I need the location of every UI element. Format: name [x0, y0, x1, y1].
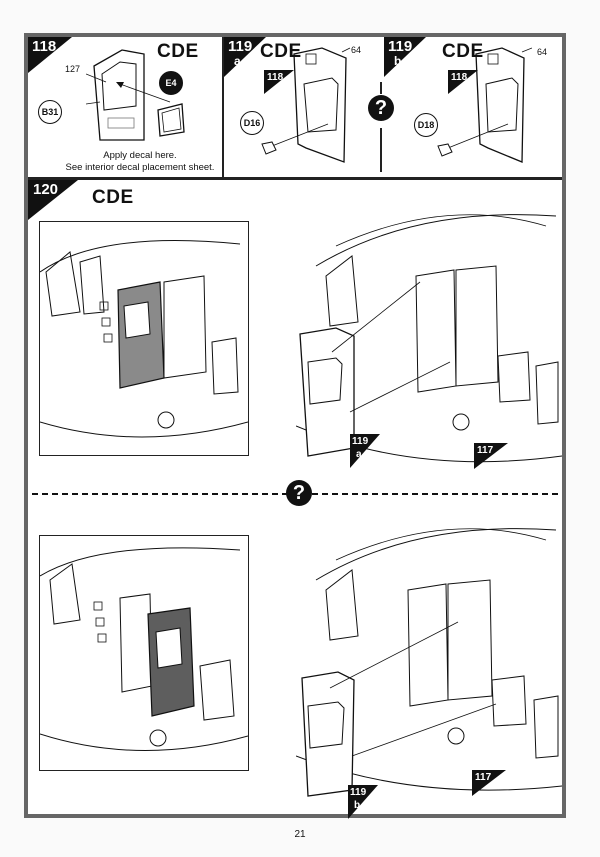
callout-d18: D18 — [414, 113, 438, 137]
door-part-119a-illustration — [258, 44, 358, 168]
option-divider-bottom — [380, 128, 382, 172]
part-number-127: 127 — [65, 64, 81, 74]
step-120b-assembly-view — [296, 510, 562, 806]
step-118-variant: CDE — [157, 41, 199, 62]
part-number-64a: 64 — [351, 45, 362, 55]
step-120a-detail-view — [39, 221, 249, 456]
door-part-119b-illustration — [432, 44, 532, 168]
decal-note-line1: Apply decal here. — [103, 150, 177, 161]
option-divider-top — [380, 82, 382, 94]
body-ref-tab-117a: 117 — [474, 443, 508, 469]
door-part-118-illustration — [86, 44, 196, 150]
ref-tab-118a: 118 — [264, 70, 294, 94]
part-number-64b: 64 — [537, 47, 548, 57]
step-119b-badge: 119 b — [384, 37, 426, 77]
body-ref-tab-117b: 117 — [472, 770, 506, 796]
step-120-variant: CDE — [92, 187, 134, 208]
callout-e4: E4 — [159, 71, 183, 95]
step-118-badge: 118 — [28, 37, 72, 73]
callout-b31: B31 — [38, 100, 62, 124]
option-question-icon-middle: ? — [286, 480, 312, 506]
callout-d16: D16 — [240, 111, 264, 135]
step-119b-variant: CDE — [442, 41, 484, 62]
decal-note-line2: See interior decal placement sheet. — [65, 162, 215, 173]
step-120a-assembly-view — [296, 186, 562, 482]
step-119a-variant: CDE — [260, 41, 302, 62]
ref-tab-118b: 118 — [448, 70, 478, 94]
door-ref-tab-119b: 119 b — [348, 785, 378, 819]
step-120b-detail-view — [39, 535, 249, 771]
page-number: 21 — [294, 829, 306, 840]
option-question-icon-top: ? — [368, 95, 394, 121]
decal-note: Apply decal here. See interior decal pla… — [60, 150, 220, 174]
step-119a-badge: 119 a — [224, 37, 266, 77]
step-118-divider — [222, 37, 224, 177]
step-120-badge: 120 — [28, 180, 78, 220]
top-row-divider — [28, 177, 562, 180]
door-ref-tab-119a: 119 a — [350, 434, 380, 468]
